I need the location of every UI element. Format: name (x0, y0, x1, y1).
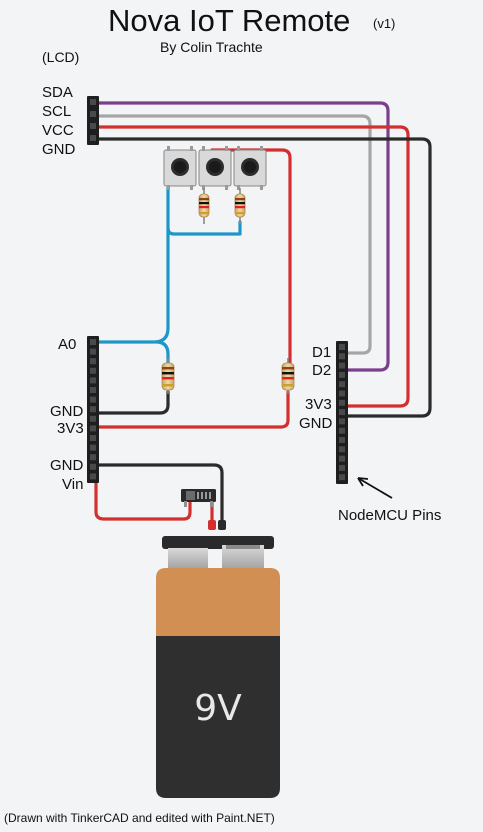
push-button-1 (163, 146, 197, 190)
version-label: (v1) (373, 16, 396, 31)
diagram-title: Nova IoT Remote (108, 3, 351, 38)
header-pin-hole (90, 396, 96, 403)
lcd-label: (LCD) (42, 49, 80, 65)
header-pin-hole (90, 444, 96, 451)
vin-wire (94, 480, 192, 521)
analog-tap-wire (154, 340, 170, 364)
header-pin-hole (90, 348, 96, 355)
header-pin-hole (339, 474, 345, 481)
header-pin-hole (339, 464, 345, 471)
header-pin-hole (90, 425, 96, 432)
lcd-gnd-wire (96, 137, 432, 418)
resistor-pulldown (161, 358, 175, 394)
header-pin-hole (339, 399, 345, 406)
battery-label: 9V (194, 688, 242, 729)
header-pin-hole (339, 455, 345, 462)
lcd-header (87, 96, 99, 145)
header-pin-hole (339, 427, 345, 434)
header-pin-hole (90, 463, 96, 470)
battery-gnd-wire (96, 463, 224, 527)
pin-gnd2-label: GND (50, 457, 84, 474)
lcd-pin-scl-label: SCL (42, 103, 72, 120)
header-pin-hole (339, 437, 345, 443)
pin-a0-label: A0 (58, 336, 77, 353)
nodemcu-pin-3v3-label: 3V3 (305, 396, 332, 413)
header-pin-hole (339, 353, 345, 360)
analog-bottom-bus (166, 220, 242, 236)
header-pin-hole (90, 406, 96, 413)
header-pin-hole (339, 362, 345, 369)
lcd-pin-gnd-label: GND (42, 141, 76, 158)
header-pin-hole (90, 435, 96, 441)
header-pin-hole (90, 415, 96, 422)
sda-wire (96, 101, 390, 372)
battery-9v (156, 520, 280, 798)
push-button-3 (233, 146, 267, 190)
nodemcu-arrow (357, 477, 393, 499)
vcc-wire (96, 125, 410, 408)
pin-vin-label: Vin (62, 476, 84, 493)
resistor-button-3 (234, 188, 246, 224)
header-pin-hole (90, 358, 96, 365)
analog-bus-wire (96, 186, 170, 344)
nodemcu-pins-label: NodeMCU Pins (338, 507, 442, 524)
header-pin-hole (90, 473, 96, 480)
resistor-divider (281, 358, 295, 394)
push-button-2 (198, 146, 232, 190)
power-slide-switch (181, 489, 216, 507)
nodemcu-pin-d1-label: D1 (312, 344, 332, 361)
header-pin-hole (90, 367, 96, 374)
header-pin-hole (339, 446, 345, 453)
header-pin-hole (339, 418, 345, 425)
nodemcu-pin-d2-label: D2 (312, 362, 332, 379)
pulldown-gnd-wire (96, 390, 170, 415)
author-label: By Colin Trachte (160, 39, 263, 55)
lcd-pin-sda-label: SDA (42, 84, 73, 101)
header-pin-hole (339, 344, 345, 350)
header-pin-hole (339, 381, 345, 388)
nodemcu-pin-gnd-label: GND (299, 415, 333, 432)
header-pin-hole (339, 390, 345, 397)
divider-3v3-wire (96, 390, 290, 429)
button-power-wire (210, 148, 292, 368)
scl-wire (96, 114, 372, 355)
pin-3v3-label: 3V3 (57, 420, 84, 437)
pin-gnd-label: GND (50, 403, 84, 420)
header-pin-hole (90, 454, 96, 461)
left-pin-header (87, 336, 99, 483)
resistor-button-2 (198, 188, 210, 224)
header-pin-hole (339, 371, 345, 378)
header-pin-hole (339, 409, 345, 416)
header-pin-hole (90, 387, 96, 393)
header-pin-hole (90, 377, 96, 384)
credit-note: (Drawn with TinkerCAD and edited with Pa… (4, 811, 275, 825)
header-pin-hole (90, 339, 96, 345)
nodemcu-pin-header (336, 341, 348, 484)
lcd-pin-vcc-label: VCC (42, 122, 74, 139)
